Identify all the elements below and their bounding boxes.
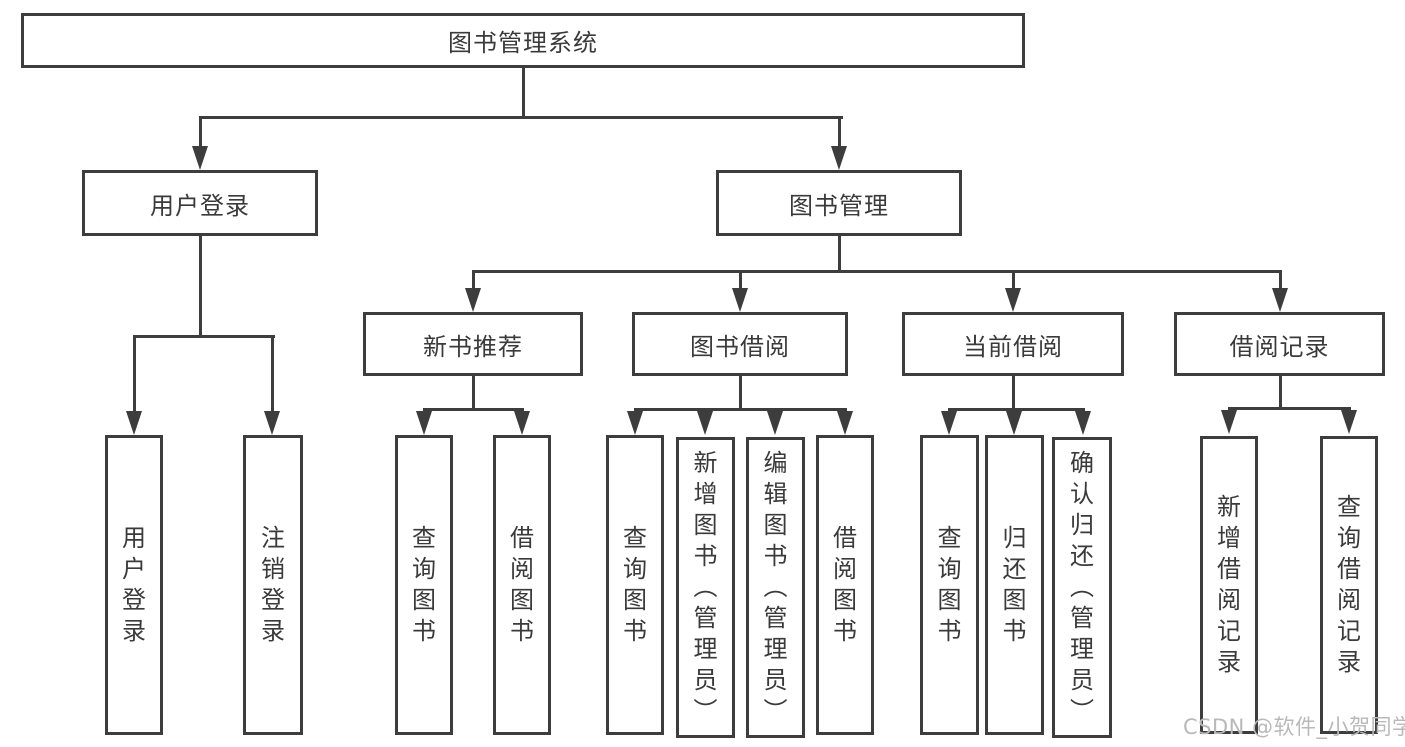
arrowhead-icon bbox=[191, 146, 208, 170]
leaf-current-return-label: 归还图书 bbox=[1002, 524, 1027, 645]
arrowhead-icon bbox=[1271, 288, 1288, 312]
node-borrowing-records: 借阅记录 bbox=[1174, 312, 1385, 376]
leaf-current-confirm-admin: 确认归还︵管理员︶ bbox=[1052, 437, 1112, 738]
node-new-book-recommend: 新书推荐 bbox=[363, 312, 583, 376]
arrowhead-icon bbox=[513, 411, 530, 435]
connector bbox=[471, 270, 475, 292]
arrowhead-icon bbox=[1006, 411, 1022, 435]
leaf-user-login: 用户登录 bbox=[105, 435, 163, 735]
connector bbox=[1011, 270, 1015, 292]
arrowhead-icon bbox=[696, 411, 713, 435]
connector bbox=[132, 335, 275, 338]
connector bbox=[948, 408, 1085, 411]
arrowhead-icon bbox=[125, 411, 142, 435]
node-book-borrowing-label: 图书借阅 bbox=[690, 332, 790, 361]
node-current-borrowing: 当前借阅 bbox=[902, 312, 1124, 376]
connector bbox=[738, 270, 742, 292]
leaf-borrow-edit-admin-label: 编辑图书︵管理员︶ bbox=[763, 449, 788, 725]
connector bbox=[471, 270, 1282, 273]
node-book-management: 图书管理 bbox=[716, 170, 962, 236]
arrowhead-icon bbox=[416, 411, 432, 435]
arrowhead-icon bbox=[1340, 410, 1357, 434]
connector bbox=[1011, 376, 1015, 410]
arrowhead-icon bbox=[830, 146, 847, 170]
connector bbox=[198, 236, 202, 338]
leaf-newbooks-borrow-label: 借阅图书 bbox=[510, 524, 534, 645]
connector bbox=[837, 116, 841, 146]
leaf-newbooks-search: 查询图书 bbox=[395, 435, 453, 735]
arrowhead-icon bbox=[766, 411, 783, 435]
connector bbox=[198, 116, 843, 119]
leaf-borrow-add-admin: 新增图书︵管理员︶ bbox=[676, 437, 735, 738]
leaf-borrow-edit-admin: 编辑图书︵管理员︶ bbox=[746, 437, 805, 738]
node-root-label: 图书管理系统 bbox=[448, 29, 598, 57]
connector bbox=[1278, 270, 1282, 292]
leaf-borrow-borrow-label: 借阅图书 bbox=[833, 524, 857, 645]
connector bbox=[1278, 376, 1282, 409]
node-book-management-label: 图书管理 bbox=[789, 191, 889, 220]
connector bbox=[1227, 407, 1351, 410]
arrowhead-icon bbox=[836, 411, 853, 435]
leaf-borrow-search-label: 查询图书 bbox=[623, 524, 647, 645]
node-new-book-recommend-label: 新书推荐 bbox=[423, 332, 523, 361]
leaf-records-search: 查询借阅记录 bbox=[1320, 436, 1378, 734]
arrowhead-icon bbox=[464, 288, 481, 312]
connector bbox=[423, 408, 524, 411]
connector bbox=[633, 408, 847, 411]
leaf-current-return: 归还图书 bbox=[985, 435, 1044, 735]
leaf-current-search-label: 查询图书 bbox=[937, 524, 962, 645]
arrowhead-icon bbox=[1075, 411, 1091, 435]
connector bbox=[198, 116, 202, 146]
leaf-borrow-add-admin-label: 新增图书︵管理员︶ bbox=[693, 449, 718, 725]
node-user-login-label: 用户登录 bbox=[150, 191, 250, 220]
arrowhead-icon bbox=[1220, 410, 1237, 434]
leaf-borrow-search: 查询图书 bbox=[606, 435, 664, 735]
leaf-current-confirm-admin-label: 确认归还︵管理员︶ bbox=[1070, 449, 1094, 725]
leaf-records-add-label: 新增借阅记录 bbox=[1217, 493, 1241, 676]
arrowhead-icon bbox=[626, 411, 643, 435]
leaf-newbooks-search-label: 查询图书 bbox=[412, 524, 436, 645]
connector bbox=[837, 236, 841, 273]
watermark: CSDN @软件_小贺同学 bbox=[1183, 715, 1405, 739]
leaf-records-search-label: 查询借阅记录 bbox=[1337, 493, 1361, 676]
connector bbox=[271, 335, 274, 413]
leaf-borrow-borrow: 借阅图书 bbox=[816, 435, 874, 735]
connector bbox=[521, 68, 525, 118]
node-borrowing-records-label: 借阅记录 bbox=[1229, 332, 1330, 361]
arrowhead-icon bbox=[1004, 288, 1021, 312]
leaf-logout: 注销登录 bbox=[243, 435, 303, 735]
arrowhead-icon bbox=[941, 411, 957, 435]
leaf-current-search: 查询图书 bbox=[920, 435, 979, 735]
node-user-login: 用户登录 bbox=[82, 170, 318, 236]
node-current-borrowing-label: 当前借阅 bbox=[963, 332, 1063, 361]
leaf-logout-label: 注销登录 bbox=[261, 524, 285, 645]
leaf-user-login-label: 用户登录 bbox=[122, 524, 146, 645]
arrowhead-icon bbox=[731, 288, 748, 312]
connector bbox=[471, 376, 475, 410]
node-book-borrowing: 图书借阅 bbox=[632, 312, 848, 376]
leaf-newbooks-borrow: 借阅图书 bbox=[493, 435, 551, 735]
arrowhead-icon bbox=[264, 411, 280, 435]
leaf-records-add: 新增借阅记录 bbox=[1200, 436, 1258, 734]
connector bbox=[132, 335, 136, 413]
connector bbox=[738, 376, 742, 410]
node-root: 图书管理系统 bbox=[21, 13, 1025, 68]
